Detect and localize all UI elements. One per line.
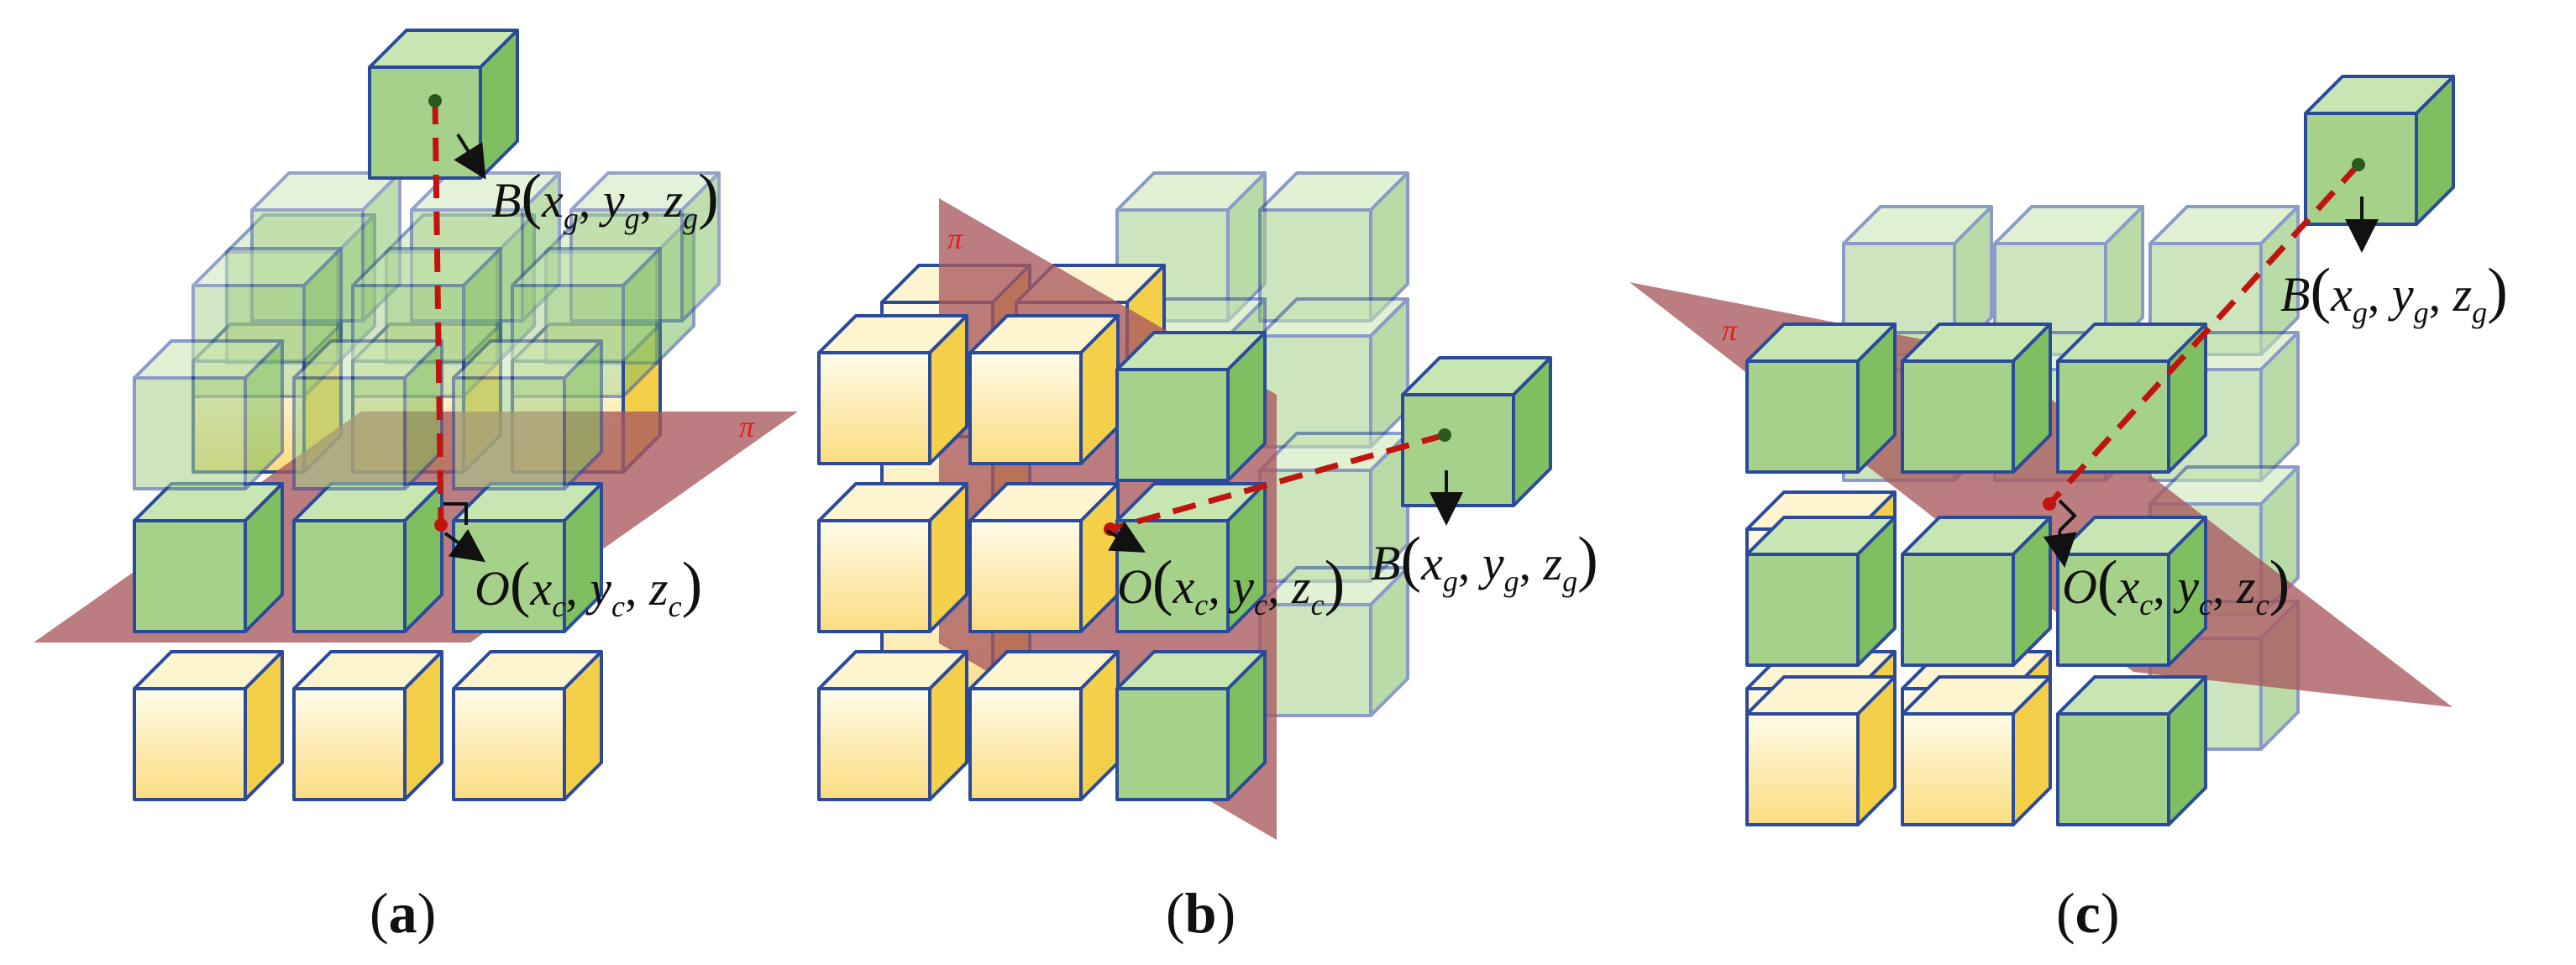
green-cube bbox=[1115, 650, 1267, 801]
arrow-O bbox=[443, 528, 486, 563]
green-cube bbox=[1115, 331, 1267, 482]
yellow-cube bbox=[968, 482, 1120, 633]
green-cube bbox=[452, 339, 603, 490]
caption-a: (a) bbox=[370, 881, 436, 945]
yellow-cube bbox=[452, 650, 603, 801]
green-cube bbox=[1745, 516, 1897, 667]
label-point-O: O(xc, yc, zc) bbox=[2062, 548, 2290, 621]
green-cube bbox=[292, 482, 443, 633]
label-point-B: B(xg, yg, zg) bbox=[1371, 525, 1598, 598]
yellow-cube bbox=[1901, 675, 2052, 826]
green-cube bbox=[1258, 171, 1409, 323]
caption-b: (b) bbox=[1166, 881, 1236, 945]
plane-label-pi: π bbox=[739, 410, 755, 443]
point-B-dot bbox=[1438, 428, 1451, 442]
yellow-cube bbox=[968, 650, 1120, 801]
green-cube bbox=[1258, 566, 1409, 717]
caption-c: (c) bbox=[2056, 881, 2120, 945]
plane-label-pi: π bbox=[1722, 313, 1738, 347]
right-angle-mark bbox=[2058, 499, 2077, 532]
green-cube bbox=[2056, 675, 2207, 826]
yellow-cube bbox=[968, 314, 1120, 465]
label-point-B: B(xg, yg, zg) bbox=[2280, 256, 2508, 329]
green-cube bbox=[1901, 516, 2052, 667]
arrow-O bbox=[2043, 530, 2077, 568]
green-cube bbox=[1115, 482, 1267, 633]
arrow-B bbox=[454, 133, 486, 180]
green-cube bbox=[2056, 516, 2207, 667]
point-O-dot bbox=[2043, 497, 2056, 511]
green-cube bbox=[133, 339, 284, 490]
arrow-O bbox=[1106, 521, 1146, 553]
yellow-cube bbox=[817, 314, 968, 465]
green-cube bbox=[1842, 205, 1993, 356]
point-B-dot bbox=[2352, 158, 2365, 171]
right-angle-mark bbox=[443, 502, 468, 525]
label-point-O: O(xc, yc, zc) bbox=[475, 550, 702, 623]
green-cube bbox=[2056, 323, 2207, 474]
distance-line bbox=[1110, 432, 1445, 532]
label-point-O: O(xc, yc, zc) bbox=[1117, 548, 1345, 621]
green-cube bbox=[1258, 297, 1409, 448]
green-cube bbox=[368, 29, 519, 180]
plane-label-pi: π bbox=[947, 222, 963, 255]
distance-line bbox=[2047, 162, 2361, 506]
point-B-dot bbox=[428, 94, 442, 108]
label-point-B: B(xg, yg, zg) bbox=[491, 162, 719, 235]
point-O-dot bbox=[434, 518, 448, 532]
panel-b: π B(xg, yg, zg) O(xc, yc, zc) (b) bbox=[817, 171, 1598, 945]
panel-a: π B(xg, yg, zg) O(xc, yc, zc) (a) bbox=[34, 29, 798, 945]
yellow-cube bbox=[292, 650, 443, 801]
green-cube bbox=[133, 482, 284, 633]
panel-c: π B(xg, yg, zg) O(xc, yc, zc) (c) bbox=[1629, 75, 2508, 945]
yellow-cube bbox=[817, 650, 968, 801]
green-cube bbox=[1745, 323, 1897, 474]
distance-line bbox=[432, 100, 444, 526]
yellow-cube bbox=[817, 482, 968, 633]
yellow-cube bbox=[133, 650, 284, 801]
yellow-cube bbox=[1745, 675, 1897, 826]
green-cube bbox=[1901, 323, 2052, 474]
green-cube bbox=[292, 339, 443, 490]
green-cube bbox=[1401, 356, 1552, 507]
green-cube bbox=[2148, 205, 2300, 356]
